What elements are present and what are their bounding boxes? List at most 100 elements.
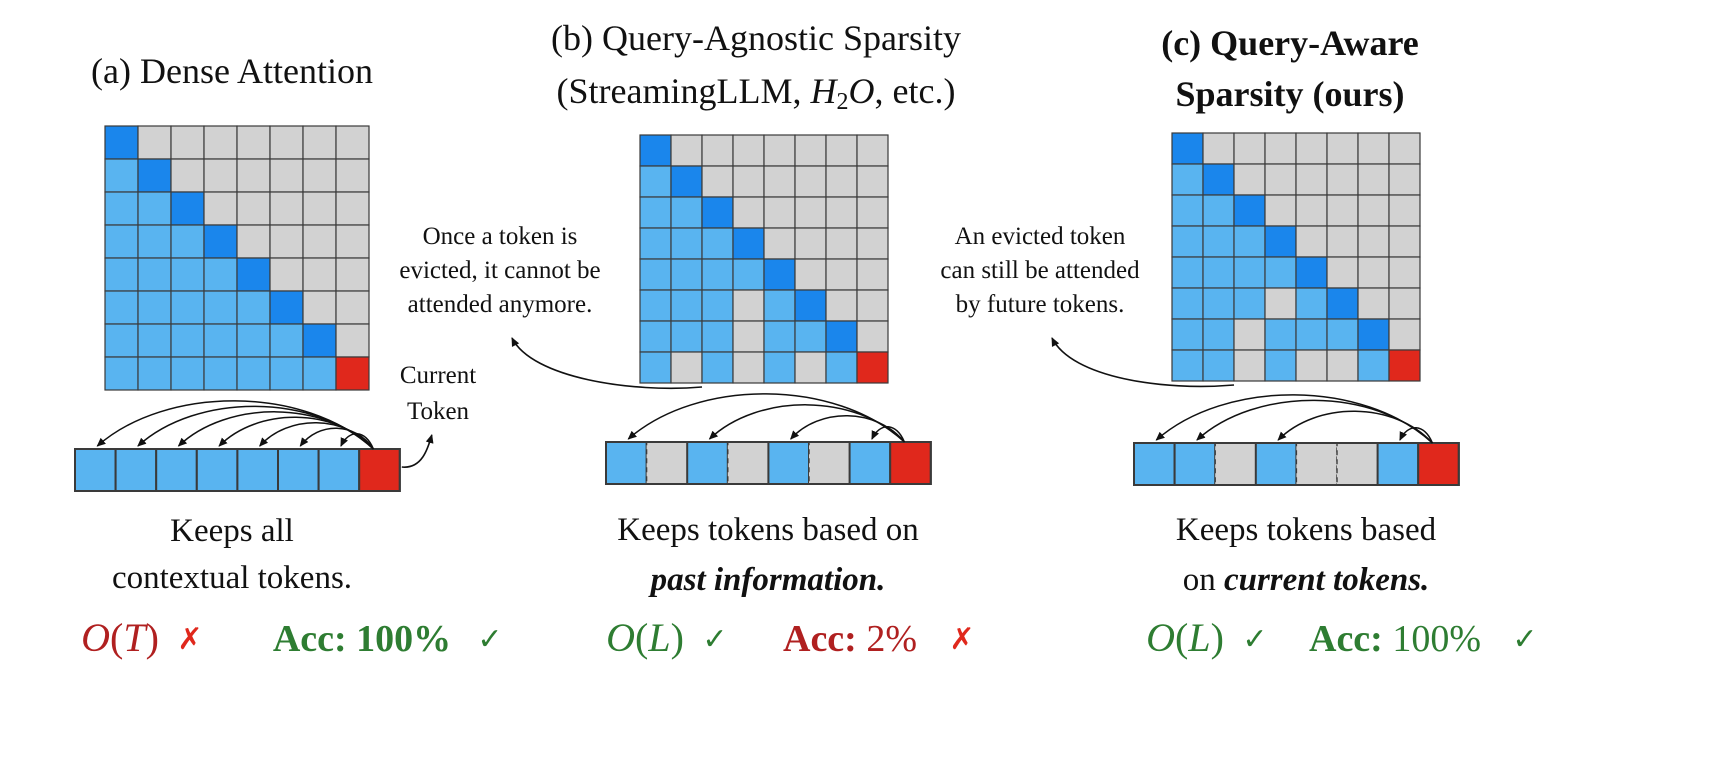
panel-b-matrix-cell-r1-c1 — [639, 134, 672, 167]
panel-b-matrix-cell-r7-c3 — [701, 320, 734, 353]
panel-a-cache-token-7 — [317, 448, 361, 492]
panel-a-matrix-cell-r7-c2 — [137, 323, 172, 358]
panel-b-matrix-cell-r8-c3 — [701, 351, 734, 384]
panel-a-matrix-cell-r5-c4 — [203, 257, 238, 292]
panel-a-matrix-cell-r8-c6 — [269, 356, 304, 391]
panel-a-attention-arc-6 — [299, 427, 375, 450]
panel-a-matrix-cell-r6-c6 — [269, 290, 304, 325]
panel-c-matrix-cell-r4-c3 — [1233, 225, 1266, 258]
panel-b-matrix-cell-r7-c6 — [794, 320, 827, 353]
panel-a-matrix-cell-r3-c5 — [236, 191, 271, 226]
panel-c-note-line-1: An evicted token — [955, 223, 1126, 250]
panel-a-matrix-cell-r8-c8 — [335, 356, 370, 391]
panel-a-matrix-cell-r2-c3 — [170, 158, 205, 193]
panel-a-matrix-cell-r1-c6 — [269, 125, 304, 160]
panel-a-complexity-mark: ✗ — [177, 623, 202, 656]
panel-a-matrix-cell-r7-c4 — [203, 323, 238, 358]
panel-a-matrix-cell-r8-c2 — [137, 356, 172, 391]
panel-a-accuracy-mark: ✓ — [477, 623, 502, 656]
panel-c-matrix-cell-r8-c6 — [1326, 349, 1359, 382]
panel-b-matrix-cell-r3-c4 — [732, 196, 765, 229]
panel-c-matrix-cell-r4-c7 — [1357, 225, 1390, 258]
panel-a-cache-token-1 — [74, 448, 117, 492]
panel-b-matrix-cell-r8-c4 — [732, 351, 765, 384]
panel-a-matrix-cell-r6-c2 — [137, 290, 172, 325]
panel-c-matrix-cell-r1-c1 — [1171, 132, 1204, 165]
panel-b-title-line-1: (b) Query-Agnostic Sparsity — [551, 18, 961, 58]
panel-a-matrix-cell-r4-c4 — [203, 224, 238, 259]
panel-c-accuracy-mark: ✓ — [1512, 623, 1537, 656]
panel-c-matrix-cell-r8-c3 — [1233, 349, 1266, 382]
panel-c-matrix-cell-r2-c7 — [1357, 163, 1390, 196]
panel-c-matrix-cell-r3-c5 — [1295, 194, 1328, 227]
panel-c-note-line-3: by future tokens. — [956, 291, 1125, 318]
panel-b-matrix-cell-r1-c4 — [732, 134, 765, 167]
panel-c-matrix-cell-r4-c2 — [1202, 225, 1235, 258]
panel-c-matrix-cell-r1-c7 — [1357, 132, 1390, 165]
panel-a-matrix-cell-r4-c8 — [335, 224, 370, 259]
panel-b-cache-outline — [605, 441, 932, 485]
panel-b-matrix-cell-r5-c7 — [825, 258, 858, 291]
panel-b-cache-token-5 — [767, 441, 811, 485]
panel-a-note-arrow — [401, 434, 434, 468]
panel-c-description-line-2: on current tokens. — [1183, 562, 1430, 598]
panel-b-note-arrow — [511, 337, 703, 390]
panel-a-matrix-cell-r8-c1 — [104, 356, 139, 391]
panel-c-matrix-cell-r2-c6 — [1326, 163, 1359, 196]
panel-c-matrix-cell-r8-c1 — [1171, 349, 1204, 382]
panel-a-accuracy: Acc: 100% — [273, 618, 451, 660]
panel-b-matrix-cell-r5-c5 — [763, 258, 796, 291]
panel-b-matrix-cell-r3-c5 — [763, 196, 796, 229]
panel-c-matrix-cell-r1-c4 — [1264, 132, 1297, 165]
panel-a-matrix-cell-r3-c6 — [269, 191, 304, 226]
panel-b-matrix-cell-r3-c3 — [701, 196, 734, 229]
panel-a-matrix-cell-r6-c8 — [335, 290, 370, 325]
panel-b-matrix-cell-r1-c6 — [794, 134, 827, 167]
panel-c-matrix-cell-r7-c4 — [1264, 318, 1297, 351]
panel-a-matrix-cell-r4-c6 — [269, 224, 304, 259]
panel-b-matrix-cell-r6-c8 — [856, 289, 889, 322]
panel-b-cache-token-6 — [808, 441, 851, 485]
panel-a-matrix-cell-r5-c5 — [236, 257, 271, 292]
panel-c-matrix-cell-r4-c8 — [1388, 225, 1421, 258]
panel-c-matrix-cell-r2-c4 — [1264, 163, 1297, 196]
panel-a-matrix-cell-r6-c5 — [236, 290, 271, 325]
panel-a-matrix-cell-r3-c4 — [203, 191, 238, 226]
panel-a-note-line-1: Current — [400, 362, 476, 389]
panel-c-matrix-cell-r2-c2 — [1202, 163, 1235, 196]
panel-a-cache-token-3 — [155, 448, 198, 492]
panel-c-matrix-cell-r5-c1 — [1171, 256, 1204, 289]
panel-a-note-line-2: Token — [407, 398, 470, 425]
panel-c-matrix-cell-r5-c8 — [1388, 256, 1421, 289]
panel-a-matrix-cell-r5-c8 — [335, 257, 370, 292]
panel-b-matrix-cell-r3-c6 — [794, 196, 827, 229]
panel-a-matrix-cell-r4-c7 — [302, 224, 337, 259]
panel-b-matrix-cell-r5-c3 — [701, 258, 734, 291]
panel-b-matrix-cell-r6-c2 — [670, 289, 703, 322]
panel-c-matrix-cell-r3-c6 — [1326, 194, 1359, 227]
panel-c-matrix-cell-r3-c4 — [1264, 194, 1297, 227]
panel-b-matrix-cell-r4-c1 — [639, 227, 672, 260]
panel-b-matrix-cell-r8-c6 — [794, 351, 827, 384]
panel-c-attention-arc-2 — [1196, 399, 1433, 444]
panel-a-matrix-cell-r2-c6 — [269, 158, 304, 193]
panel-a-matrix-cell-r3-c2 — [137, 191, 172, 226]
panel-a-complexity: O(T) — [81, 615, 159, 660]
panel-c-matrix-cell-r7-c3 — [1233, 318, 1266, 351]
panel-a-cache-token-6 — [277, 448, 320, 492]
panel-a-matrix-cell-r5-c2 — [137, 257, 172, 292]
panel-b-cache-token-2 — [645, 441, 688, 485]
panel-a-matrix-cell-r2-c1 — [104, 158, 139, 193]
panel-b-matrix-cell-r8-c2 — [670, 351, 703, 384]
panel-b-matrix-cell-r3-c8 — [856, 196, 889, 229]
panel-a-matrix-cell-r8-c4 — [203, 356, 238, 391]
panel-a-matrix-cell-r4-c2 — [137, 224, 172, 259]
panel-b-matrix-cell-r2-c2 — [670, 165, 703, 198]
panel-c-cache-token-5 — [1295, 442, 1338, 486]
panel-a-matrix-cell-r8-c3 — [170, 356, 205, 391]
panel-c-attention-arc-1 — [1155, 394, 1433, 444]
panel-c-matrix-cell-r5-c5 — [1295, 256, 1328, 289]
panel-b-matrix-cell-r3-c7 — [825, 196, 858, 229]
panel-b-matrix-cell-r2-c6 — [794, 165, 827, 198]
panel-b-matrix-cell-r1-c2 — [670, 134, 703, 167]
